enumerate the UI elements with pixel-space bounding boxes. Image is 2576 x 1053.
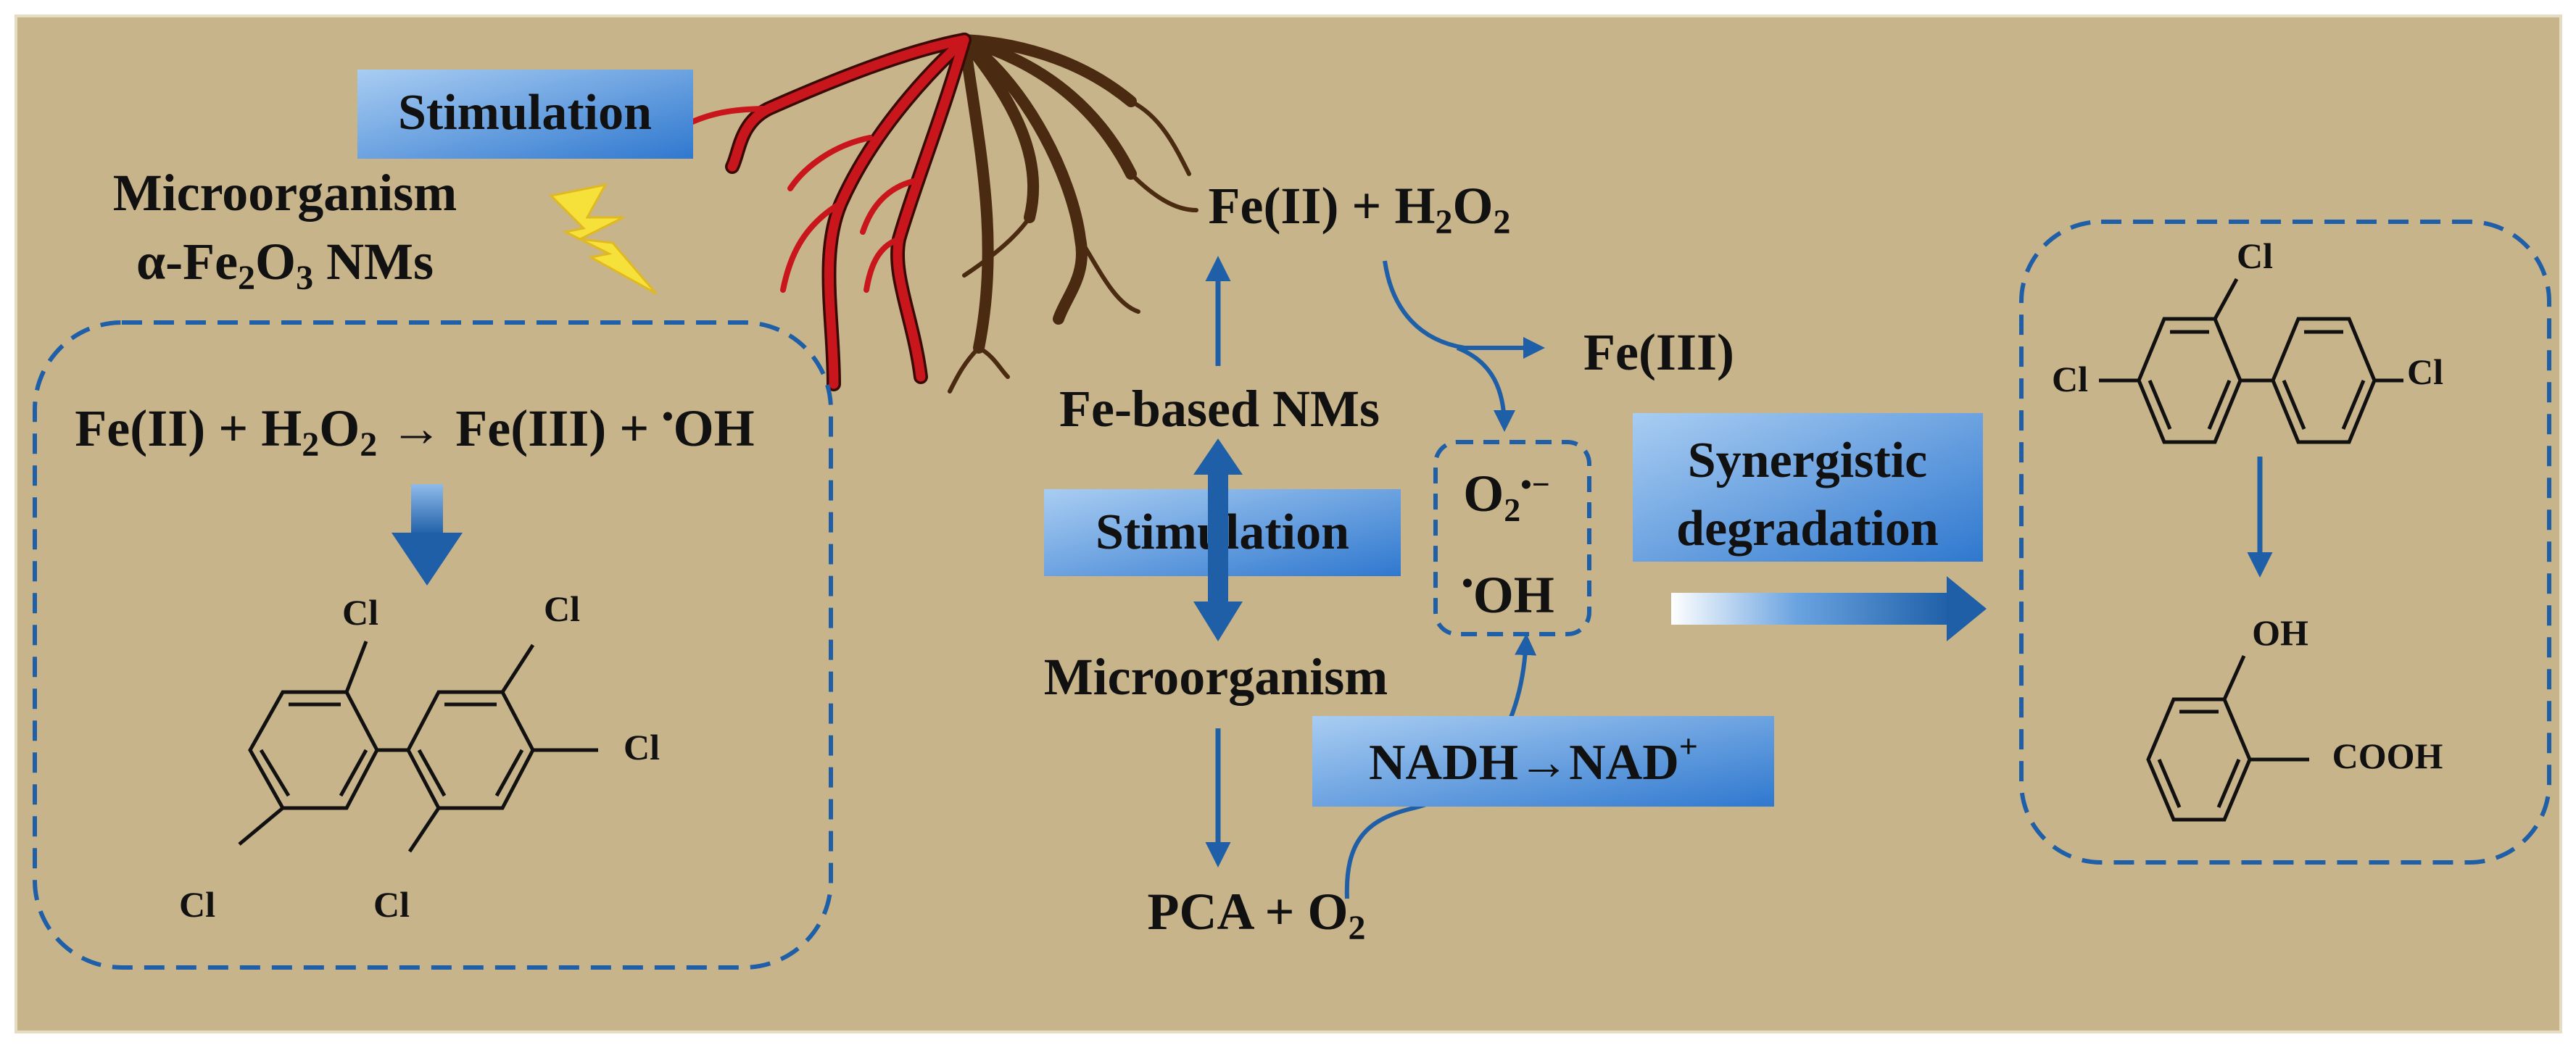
pca-o2-label: PCA + O2	[1147, 883, 1365, 947]
fe-h2o2-label: Fe(II) + H2O2	[1209, 177, 1511, 241]
big-right-arrow	[1671, 576, 1987, 641]
cl-atom-r1: Cl	[2237, 236, 2273, 276]
cl-atom-l3: Cl	[544, 588, 580, 629]
fe-iii-label: Fe(III)	[1583, 323, 1734, 381]
nadh-label: NADH→NAD+	[1369, 728, 1698, 791]
synergistic-label-2: degradation	[1676, 501, 1939, 557]
microorganism-label-center: Microorganism	[1044, 648, 1388, 706]
synergistic-label-1: Synergistic	[1688, 433, 1928, 488]
cl-atom-r3: Cl	[2407, 351, 2443, 392]
plant-roots	[679, 33, 1198, 394]
nadh-box: NADH→NAD+	[1312, 716, 1774, 807]
cl-atom-l1: Cl	[342, 592, 378, 633]
pcb-molecule-left	[238, 641, 598, 853]
left-dashed-box	[33, 320, 833, 970]
microorganism-label-left: Microorganism	[113, 164, 457, 222]
lightning-bolt-icon	[548, 183, 658, 295]
cl-atom-l4: Cl	[624, 727, 660, 767]
salicylic-acid-molecule	[2146, 654, 2309, 822]
fe-based-nms-label: Fe-based NMs	[1059, 380, 1380, 438]
cl-atom-l2: Cl	[179, 884, 215, 925]
fe2o3-nms-label: α-Fe2O3 NMs	[136, 233, 434, 297]
stimulation-label-left: Stimulation	[398, 85, 652, 141]
cl-atom-r2: Cl	[2052, 359, 2088, 399]
cooh-group-label: COOH	[2332, 736, 2443, 776]
hydroxyl-radical-label: •OH	[1462, 565, 1554, 624]
stimulation-box-left: Stimulation	[357, 70, 693, 159]
fenton-reaction-left: Fe(II) + H2O2 → Fe(III) + •OH	[75, 399, 754, 464]
down-arrow-left	[392, 484, 463, 586]
synergistic-box: Synergistic degradation	[1633, 413, 1983, 562]
superoxide-radical-label: O2•−	[1463, 465, 1550, 528]
pcb-molecule-right	[2099, 278, 2403, 444]
right-dashed-box	[2019, 220, 2551, 865]
cl-atom-l5: Cl	[373, 884, 410, 925]
oh-group-label: OH	[2252, 612, 2308, 653]
background-border	[15, 14, 2562, 1033]
stimulation-double-arrow	[1193, 438, 1243, 641]
radicals-dashed-box	[1433, 440, 1591, 636]
